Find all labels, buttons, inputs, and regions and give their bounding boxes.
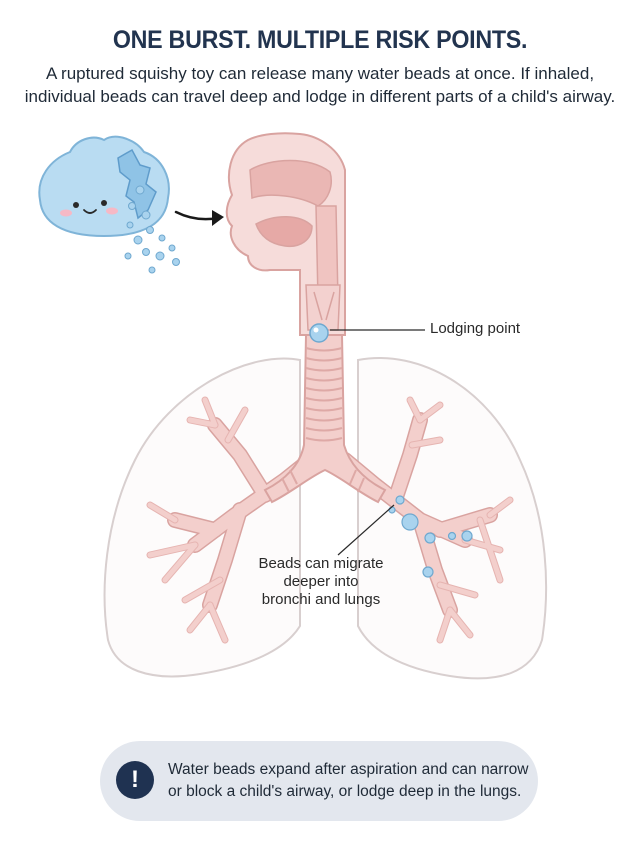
- subtitle-line-1: A ruptured squishy toy can release many …: [45, 64, 595, 83]
- water-bead-icon: [158, 234, 166, 242]
- water-bead-icon: [309, 323, 329, 343]
- water-bead-icon: [128, 202, 136, 210]
- water-bead-icon: [148, 266, 156, 274]
- page-subtitle: A ruptured squishy toy can release many …: [10, 62, 630, 108]
- water-bead-icon: [168, 244, 176, 252]
- water-bead-icon: [172, 258, 180, 266]
- water-bead-icon: [461, 530, 473, 542]
- warning-notice: ! Water beads expand after aspiration an…: [100, 741, 538, 821]
- escaping-beads: [124, 185, 180, 274]
- larynx: [305, 284, 341, 331]
- bead-highlight: [313, 327, 319, 333]
- left-lung: [103, 357, 301, 678]
- tongue: [255, 216, 313, 248]
- migrate-label-line-3: bronchi and lungs: [261, 591, 381, 608]
- toy-eye-right: [101, 200, 107, 206]
- notice-line-1: Water beads expand after aspiration and …: [168, 761, 529, 778]
- vocal-cords: [313, 291, 335, 321]
- migrate-leader-line: [337, 504, 395, 556]
- arrow-icon: [174, 210, 224, 226]
- water-bead-icon: [146, 226, 154, 234]
- notice-line-2: or block a child's airway, or lodge deep…: [168, 783, 522, 800]
- water-bead-icon: [142, 248, 150, 256]
- migrated-beads: [388, 495, 473, 578]
- water-bead-icon: [424, 532, 436, 544]
- migrate-label-line-2: deeper into: [283, 573, 359, 590]
- airway-icon: [225, 132, 346, 336]
- trachea: [263, 334, 387, 504]
- toy-eye-left: [73, 202, 79, 208]
- water-bead-icon: [133, 235, 143, 245]
- toy-cheek-right: [106, 207, 118, 215]
- water-bead-icon: [155, 251, 165, 261]
- page-title: ONE BURST. MULTIPLE RISK POINTS.: [112, 26, 528, 54]
- notice-text: Water beads expand after aspiration and …: [168, 759, 528, 803]
- subtitle-line-2: individual beads can travel deep and lod…: [24, 87, 616, 106]
- migrate-label-line-1: Beads can migrate: [258, 555, 384, 572]
- water-bead-icon: [141, 210, 151, 220]
- water-bead-icon: [422, 566, 434, 578]
- squishy-toy-icon: [38, 135, 170, 238]
- water-bead-icon: [395, 495, 405, 505]
- toy-rupture: [117, 148, 157, 220]
- bronchial-tree-left: [146, 396, 318, 644]
- nasal-cavity: [249, 159, 332, 207]
- exclamation-icon: !: [116, 761, 154, 799]
- water-bead-icon: [447, 531, 457, 541]
- water-bead-icon: [126, 221, 134, 229]
- water-bead-icon: [401, 513, 419, 531]
- toy-mouth: [83, 209, 97, 214]
- water-bead-icon: [135, 185, 145, 195]
- lodging-point-label: Lodging point: [430, 320, 521, 337]
- water-bead-icon: [124, 252, 132, 260]
- migrate-label: Beads can migrate deeper into bronchi an…: [250, 555, 392, 609]
- toy-cheek-left: [60, 209, 72, 217]
